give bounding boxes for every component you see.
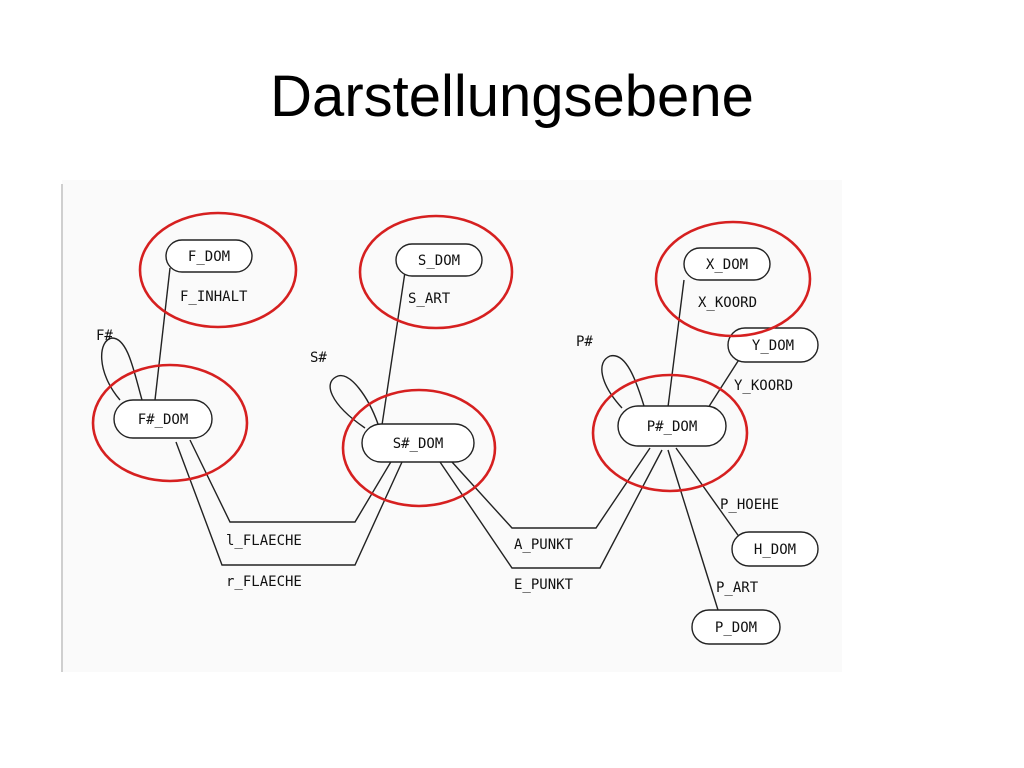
highlight-circle-s-dom bbox=[358, 214, 514, 330]
edge-p-hash-loop bbox=[601, 355, 645, 409]
edge-r-flaeche bbox=[175, 441, 403, 566]
edge-y-koord bbox=[707, 357, 741, 409]
label-e-punkt: E_PUNKT bbox=[514, 577, 574, 593]
node-s-dom: S_DOM bbox=[395, 243, 483, 277]
node-h-dom: H_DOM bbox=[731, 531, 819, 567]
node-f-dom-shape bbox=[165, 239, 253, 273]
node-p-dom-label: P_DOM bbox=[715, 620, 757, 636]
node-s-key-dom: S#_DOM bbox=[361, 423, 475, 463]
label-f-inhalt: F_INHALT bbox=[180, 289, 248, 305]
slide-title: Darstellungsebene bbox=[270, 64, 754, 129]
node-s-dom-label: S_DOM bbox=[418, 253, 460, 269]
highlight-circle-x-dom bbox=[654, 220, 812, 338]
node-p-dom: P_DOM bbox=[691, 609, 781, 645]
node-s-dom-shape bbox=[395, 243, 483, 277]
node-s-key-dom-shape bbox=[361, 423, 475, 463]
edge-s-hash-loop bbox=[329, 374, 379, 429]
node-h-dom-shape bbox=[731, 531, 819, 567]
node-x-dom: X_DOM bbox=[683, 247, 771, 281]
edge-f-inhalt bbox=[154, 267, 171, 401]
node-p-key-dom-label: P#_DOM bbox=[647, 419, 698, 435]
node-f-key-dom-label: F#_DOM bbox=[138, 412, 189, 428]
node-p-dom-shape bbox=[691, 609, 781, 645]
label-a-punkt: A_PUNKT bbox=[514, 537, 574, 553]
node-p-key-dom-shape bbox=[617, 405, 727, 447]
label-s-art: S_ART bbox=[408, 291, 451, 307]
label-p-hash: P# bbox=[576, 334, 593, 350]
node-x-dom-shape bbox=[683, 247, 771, 281]
node-y-dom-label: Y_DOM bbox=[752, 338, 794, 354]
edges bbox=[101, 267, 741, 611]
label-y-koord: Y_KOORD bbox=[734, 378, 793, 394]
node-f-key-dom-shape bbox=[113, 399, 213, 439]
label-l-flaeche: l_FLAECHE bbox=[226, 533, 302, 549]
node-f-key-dom: F#_DOM bbox=[113, 399, 213, 439]
node-p-key-dom: P#_DOM bbox=[617, 405, 727, 447]
node-h-dom-label: H_DOM bbox=[754, 542, 796, 558]
node-f-dom: F_DOM bbox=[165, 239, 253, 273]
edge-x-koord bbox=[667, 279, 685, 408]
highlight-circle-p-key-dom bbox=[591, 373, 749, 493]
edge-s-art bbox=[381, 271, 406, 426]
edge-f-hash-loop bbox=[101, 337, 143, 401]
label-x-koord: X_KOORD bbox=[698, 295, 757, 311]
edge-p-art bbox=[667, 449, 719, 611]
node-f-dom-label: F_DOM bbox=[188, 249, 230, 265]
highlight-circles bbox=[91, 211, 812, 508]
label-p-art: P_ART bbox=[716, 580, 759, 596]
edge-e-punkt bbox=[439, 449, 663, 569]
highlight-circle-f-key-dom bbox=[91, 363, 249, 483]
highlight-circle-f-dom bbox=[138, 211, 298, 329]
edge-l-flaeche bbox=[189, 439, 393, 523]
label-f-hash: F# bbox=[96, 328, 113, 344]
label-s-hash: S# bbox=[310, 350, 327, 366]
highlight-circle-s-key-dom bbox=[341, 388, 497, 508]
edge-p-hoehe bbox=[675, 447, 741, 539]
node-s-key-dom-label: S#_DOM bbox=[393, 436, 444, 452]
node-x-dom-label: X_DOM bbox=[706, 257, 748, 273]
node-y-dom: Y_DOM bbox=[727, 327, 819, 363]
label-r-flaeche: r_FLAECHE bbox=[226, 574, 302, 590]
edge-labels: F_INHALT S_ART X_KOORD Y_KOORD F# S# P# … bbox=[96, 289, 793, 596]
label-p-hoehe: P_HOEHE bbox=[720, 497, 779, 513]
edge-a-punkt bbox=[451, 447, 651, 529]
